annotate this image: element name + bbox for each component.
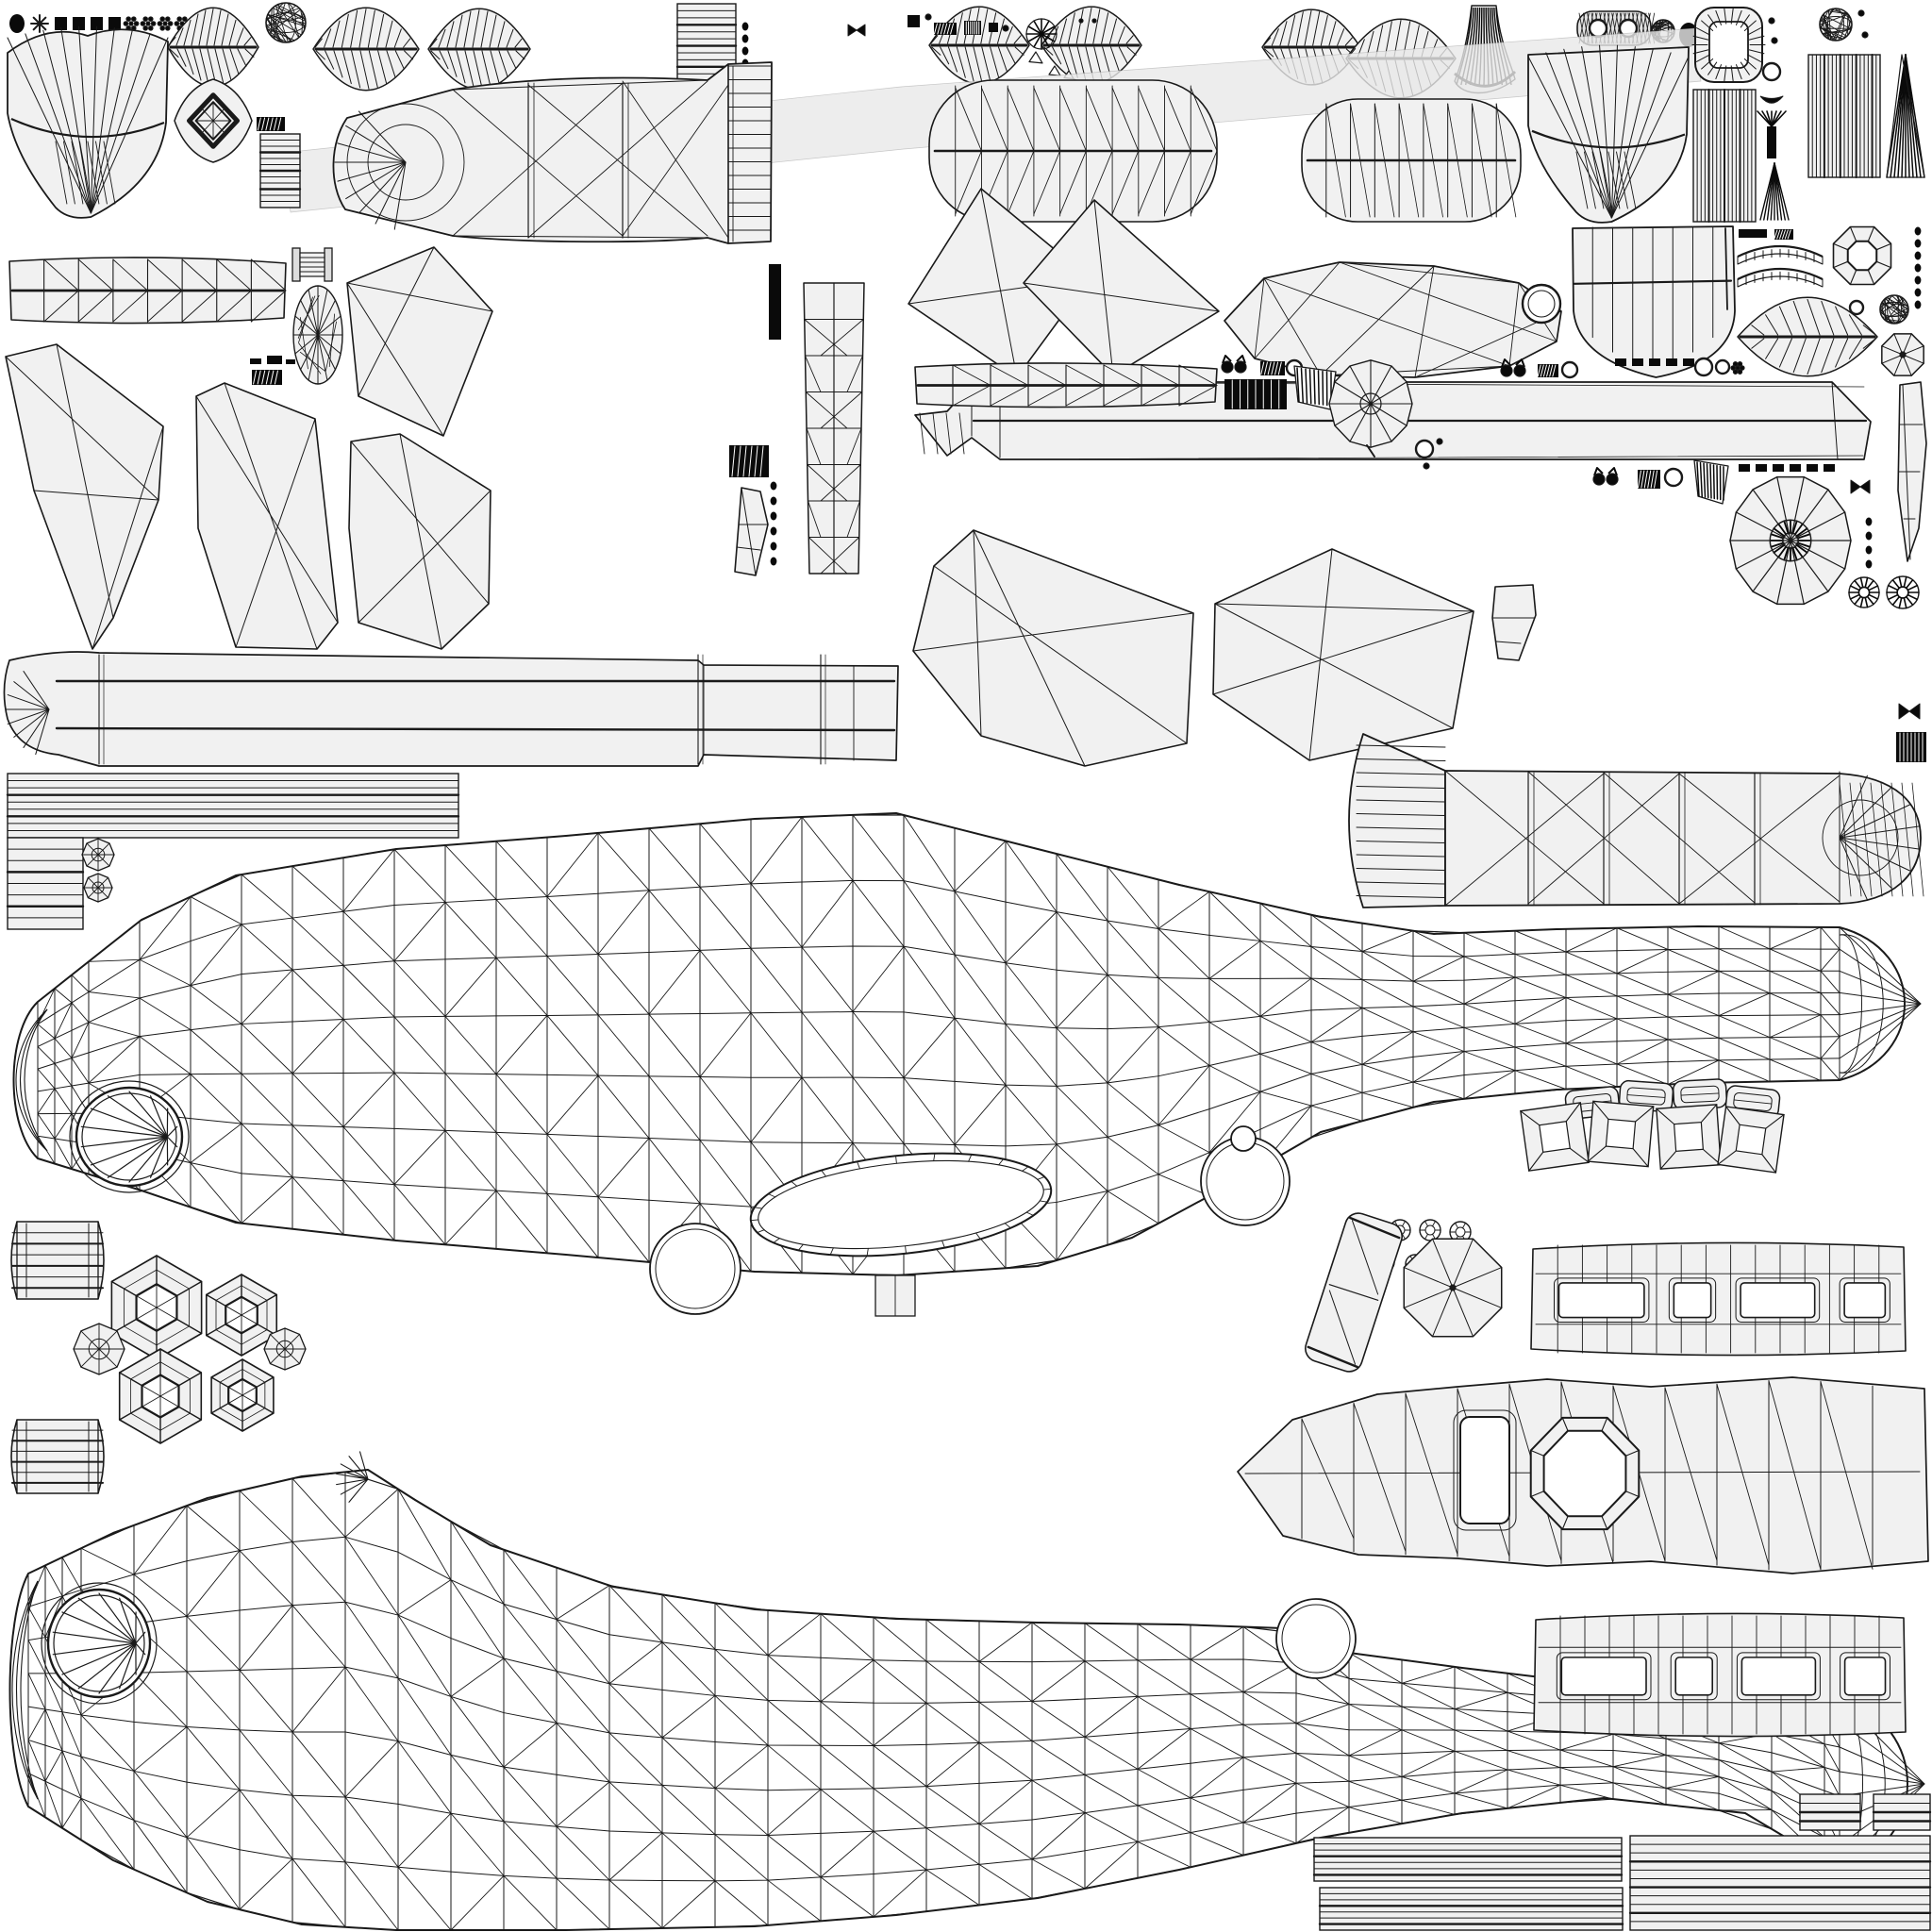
dash-row-right — [1739, 464, 1835, 472]
leaf-horizontal — [1737, 296, 1878, 377]
drum-2 — [10, 1419, 105, 1494]
pill-oval-2 — [1301, 98, 1522, 223]
hex-wheel-cluster — [73, 1255, 307, 1444]
ribbed-band — [258, 133, 302, 208]
dot-column-3 — [1865, 517, 1873, 569]
sail-center — [195, 382, 339, 650]
box-frames — [1520, 1100, 1785, 1174]
bar-coil-right — [1739, 229, 1793, 240]
ring-dots-mid — [1414, 438, 1443, 470]
blob-with-hole — [1224, 261, 1562, 378]
knife-3 — [1491, 584, 1537, 661]
bowtie-bottom-right-top — [1896, 703, 1926, 762]
coil-2 — [729, 445, 769, 477]
icons-row — [9, 14, 191, 33]
comb-band-2 — [1807, 54, 1881, 178]
tassel — [1886, 54, 1925, 178]
shovel-panel — [1572, 225, 1736, 378]
leaf-1 — [167, 7, 259, 88]
hardware-cluster-3 — [1592, 459, 1729, 505]
pinstripe-large — [6, 773, 460, 839]
dense-ball — [265, 2, 307, 43]
curved-ribs — [1737, 244, 1824, 288]
kite-panel — [346, 246, 493, 437]
grip-handle-right — [1348, 733, 1924, 908]
dot-column-2 — [1914, 226, 1922, 309]
obelisk-column — [803, 282, 865, 575]
corner-gear — [1819, 8, 1853, 42]
black-bar-vertical — [769, 264, 781, 340]
leaf-4 — [928, 6, 1030, 85]
stripe-block-3 — [1628, 1835, 1932, 1931]
pill-oval-1 — [928, 79, 1218, 223]
pinstripe-small — [6, 837, 85, 930]
slanted-pill — [1305, 1212, 1403, 1373]
perforated-strip-1 — [1530, 1241, 1907, 1357]
fan-shield — [7, 25, 169, 219]
octagon-star — [1881, 333, 1924, 376]
coil-small-2 — [252, 370, 282, 385]
dash-column — [770, 481, 777, 566]
edge-glyph-column — [1757, 61, 1790, 221]
gear-pair-right — [1848, 575, 1920, 609]
body-mesh-upper — [12, 812, 1922, 1317]
wrench-plate — [1237, 1376, 1929, 1574]
comb-band-1 — [1692, 89, 1757, 223]
drum-1 — [10, 1221, 105, 1300]
dots-right — [1768, 17, 1778, 44]
bone-strip-2 — [914, 362, 1218, 408]
sail-right — [348, 433, 491, 650]
leaf-2 — [312, 7, 420, 92]
leaf-3 — [427, 8, 531, 91]
corner-dots — [1857, 9, 1869, 39]
grip-handle-top — [332, 61, 773, 244]
perforated-strip-2 — [1533, 1612, 1907, 1738]
octagon-ring-top — [1832, 225, 1892, 286]
spool — [291, 247, 333, 282]
stripe-square-2 — [1872, 1793, 1932, 1831]
hardware-cluster-2 — [1500, 357, 1745, 379]
bowtie-2 — [1850, 479, 1871, 494]
radial-disc — [1328, 359, 1413, 458]
coil-small-1 — [257, 117, 285, 131]
radial-wheel — [1729, 475, 1852, 606]
octagon-large — [1403, 1238, 1503, 1338]
stripe-block-1 — [1312, 1837, 1624, 1882]
gear-dense-right — [1879, 294, 1909, 325]
rounded-ring — [1691, 7, 1766, 83]
w-kite-right — [1023, 199, 1220, 376]
gear-small-right — [1848, 299, 1865, 316]
sail-left — [5, 343, 164, 650]
curved-sail — [912, 529, 1194, 767]
scoop-2 — [1527, 44, 1690, 224]
bone-strip-1 — [8, 257, 287, 325]
hardware-cluster-mid — [1221, 355, 1337, 410]
diamond-ring — [174, 78, 253, 163]
knife-right-edge — [1897, 381, 1927, 562]
radial-ellipse — [292, 285, 343, 385]
stripe-square-1 — [1798, 1793, 1862, 1831]
black-bars — [250, 356, 295, 364]
stripe-block-2 — [1318, 1887, 1624, 1931]
pentagon-panel — [1212, 548, 1474, 761]
long-blade-left — [3, 651, 899, 767]
gear-pair-left — [81, 838, 115, 903]
knife-1 — [734, 487, 769, 576]
